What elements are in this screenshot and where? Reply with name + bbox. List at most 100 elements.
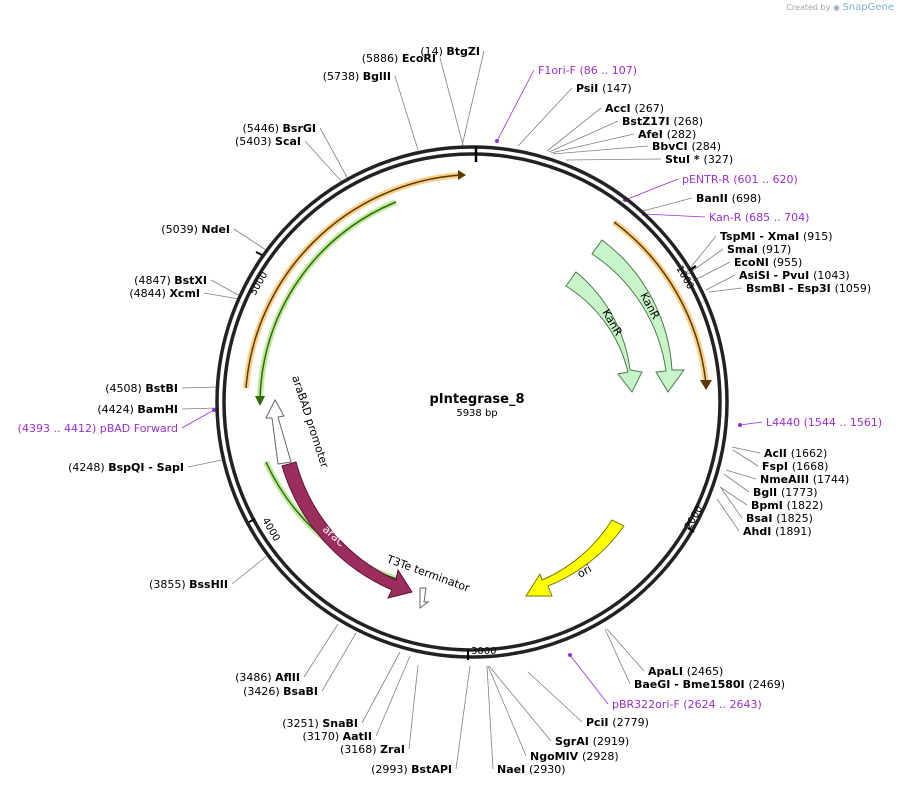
backbone-inner-strand	[222, 152, 722, 652]
restriction-site-label[interactable]: NaeI (2930)	[497, 763, 566, 776]
restriction-site-label[interactable]: SgrAI (2919)	[555, 735, 629, 748]
primer-site-label[interactable]: pBR322ori-F (2624 .. 2643)	[612, 698, 762, 711]
site-position: (5886)	[362, 52, 402, 65]
primer-site-label[interactable]: L4440 (1544 .. 1561)	[766, 416, 882, 429]
restriction-site-label[interactable]: BbvCI (284)	[652, 140, 721, 153]
site-name: SgrAI	[555, 735, 593, 748]
site-name: BstZ17I	[622, 115, 673, 128]
site-name: AhdI	[743, 525, 775, 538]
site-labels: (14) BtgZI F1ori-F (86 .. 107) PsiI (147) A…	[18, 45, 883, 776]
feature-kanr-inner[interactable]: KanR	[565, 271, 643, 393]
restriction-site-label[interactable]: (3426) BsaBI	[243, 685, 318, 698]
restriction-site-label[interactable]: (4847) BstXI	[134, 274, 207, 287]
site-leader-line	[361, 651, 401, 724]
restriction-site-label[interactable]: AccI (267)	[605, 102, 664, 115]
restriction-site-label[interactable]: StuI * (327)	[665, 153, 733, 166]
site-name: pBAD Forward	[100, 422, 178, 435]
restriction-site-label[interactable]: BsaI (1825)	[746, 512, 813, 525]
site-position: (2624 .. 2643)	[683, 698, 762, 711]
primer-binding-mark	[212, 408, 216, 412]
feature-arabad-promoter[interactable]: araBAD promoter	[265, 374, 331, 470]
restriction-site-label[interactable]: (5403) ScaI	[235, 135, 301, 148]
restriction-site-label[interactable]: EcoNI (955)	[734, 256, 802, 269]
feature-ori[interactable]: ori	[525, 519, 625, 597]
site-position: (147)	[602, 82, 632, 95]
site-name: AclI	[764, 447, 791, 460]
orf-green-left-head	[255, 396, 265, 406]
restriction-site-label[interactable]: (4248) BspQI - SapI	[68, 461, 184, 474]
site-name: BstBI	[145, 382, 178, 395]
restriction-site-label[interactable]: (5446) BsrGI	[242, 122, 316, 135]
primer-site-label[interactable]: (4393 .. 4412) pBAD Forward	[18, 422, 178, 435]
site-leader-line	[552, 145, 649, 155]
site-leader-line	[496, 69, 535, 142]
restriction-site-label[interactable]: BsmBI - Esp3I (1059)	[746, 282, 871, 295]
restriction-site-label[interactable]: AfeI (282)	[638, 128, 696, 141]
restriction-site-label[interactable]: (3855) BssHII	[149, 578, 228, 591]
ruler-label-4000: 4000	[259, 516, 281, 544]
restriction-site-label[interactable]: TspMI - XmaI (915)	[720, 230, 833, 243]
primer-binding-mark	[738, 423, 742, 427]
site-position: (86 .. 107)	[579, 64, 637, 77]
primer-site-label[interactable]: Kan-R (685 .. 704)	[709, 211, 809, 224]
site-position: (1544 .. 1561)	[804, 416, 883, 429]
site-name: BpmI	[751, 499, 787, 512]
site-position: (5403)	[235, 135, 275, 148]
site-name: BglI	[753, 486, 781, 499]
restriction-site-label[interactable]: BaeGI - Bme1580I (2469)	[634, 678, 785, 691]
restriction-site-label[interactable]: BpmI (1822)	[751, 499, 823, 512]
restriction-site-label[interactable]: NgoMIV (2928)	[530, 750, 619, 763]
restriction-site-label[interactable]: (3170) AatII	[303, 730, 372, 743]
restriction-site-label[interactable]: (4508) BstBI	[105, 382, 178, 395]
restriction-site-label[interactable]: (4424) BamHI	[97, 403, 178, 416]
site-position: (1059)	[835, 282, 872, 295]
site-name: BsaI	[746, 512, 776, 525]
restriction-site-label[interactable]: BglI (1773)	[753, 486, 818, 499]
site-leader-line	[731, 446, 761, 454]
restriction-site-label[interactable]: (3486) AflII	[235, 671, 300, 684]
restriction-site-label[interactable]: AclI (1662)	[764, 447, 827, 460]
restriction-site-label[interactable]: (14) BtgZI	[420, 45, 480, 58]
restriction-site-label[interactable]: (3251) SnaBI	[282, 717, 358, 730]
site-name: ApaLI	[648, 665, 687, 678]
restriction-site-label[interactable]: NmeAIII (1744)	[760, 473, 849, 486]
restriction-site-label[interactable]: AhdI (1891)	[743, 525, 812, 538]
site-name: L4440	[766, 416, 804, 429]
restriction-site-label[interactable]: BanII (698)	[696, 192, 761, 205]
site-name: SmaI	[727, 243, 762, 256]
site-position: (327)	[704, 153, 734, 166]
restriction-site-label[interactable]: PciI (2779)	[586, 716, 649, 729]
site-position: (3170)	[303, 730, 343, 743]
site-position: (282)	[667, 128, 697, 141]
site-position: (1662)	[791, 447, 828, 460]
plasmid-size: 5938 bp	[456, 408, 497, 419]
restriction-site-label[interactable]: SmaI (917)	[727, 243, 791, 256]
restriction-site-label[interactable]: (2993) BstAPI	[371, 763, 452, 776]
restriction-site-label[interactable]: AsiSI - PvuI (1043)	[739, 269, 850, 282]
site-position: (3251)	[282, 717, 322, 730]
restriction-site-label[interactable]: PsiI (147)	[576, 82, 632, 95]
ruler-label-2000: 2000	[683, 504, 705, 532]
restriction-site-label[interactable]: ApaLI (2465)	[648, 665, 723, 678]
primer-site-label[interactable]: pENTR-R (601 .. 620)	[682, 173, 798, 186]
site-leader-line	[517, 87, 573, 147]
site-name: BamHI	[137, 403, 178, 416]
snapgene-logo-icon: ◉	[832, 3, 840, 12]
site-position: (267)	[634, 102, 664, 115]
site-name: NdeI	[201, 223, 230, 236]
snapgene-credit: Created by ◉ SnapGene	[786, 2, 894, 13]
restriction-site-label[interactable]: (4844) XcmI	[129, 287, 200, 300]
restriction-site-label[interactable]: (5039) NdeI	[161, 223, 230, 236]
site-leader-line	[187, 459, 223, 468]
restriction-site-label[interactable]: BstZ17I (268)	[622, 115, 703, 128]
restriction-site-label[interactable]: (3168) ZraI	[340, 743, 405, 756]
restriction-site-label[interactable]: FspI (1668)	[762, 460, 828, 473]
restriction-site-label[interactable]: (5886) EcoRI	[362, 52, 436, 65]
site-leader-line	[321, 632, 357, 692]
site-position: (2928)	[582, 750, 619, 763]
site-leader-line	[455, 665, 471, 770]
site-leader-line	[461, 50, 485, 147]
restriction-site-label[interactable]: (5738) BglII	[323, 70, 391, 83]
site-leader-line	[705, 274, 736, 291]
primer-site-label[interactable]: F1ori-F (86 .. 107)	[538, 64, 637, 77]
